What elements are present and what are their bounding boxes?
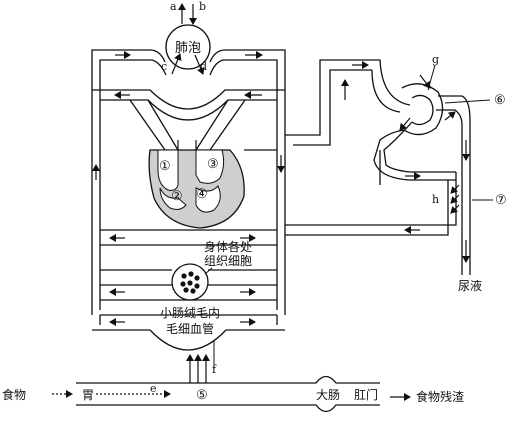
heart-chamber-1: ①: [159, 159, 171, 174]
alveoli-label: 肺泡: [175, 41, 201, 56]
label-d: d: [200, 60, 207, 73]
label-e: e: [150, 382, 157, 395]
circle6-leader: [444, 99, 491, 104]
label-b: b: [199, 0, 206, 13]
label-a: a: [170, 0, 177, 13]
tissue-label-2: 组织细胞: [204, 254, 252, 268]
anus-label: 肛门: [354, 387, 378, 402]
gas-arrows: [171, 3, 205, 75]
heart-chamber-2: ②: [171, 189, 183, 204]
pulmonary-flow-arrows: [114, 51, 263, 99]
urine-label: 尿液: [458, 278, 482, 293]
food-label: 食物: [2, 387, 26, 402]
large-intestine-label: 大肠: [316, 388, 340, 402]
systemic-flow-arrows: [92, 61, 369, 326]
heart-chamber-4: ④: [196, 187, 208, 202]
intestine-label-1: 小肠绒毛内: [160, 306, 220, 320]
label-circle7: ⑦: [495, 193, 507, 208]
heart-chamber-3: ③: [207, 157, 219, 172]
heart: ① ② ③ ④: [148, 140, 245, 229]
label-g: g: [432, 53, 439, 66]
absorption-arrows: [52, 354, 411, 401]
stomach-label: 胃: [82, 388, 94, 402]
label-circle5: ⑤: [196, 388, 208, 403]
label-f: f: [212, 363, 217, 376]
digestive-tract: [76, 375, 380, 413]
label-h: h: [432, 193, 439, 206]
residue-label: 食物残渣: [416, 389, 464, 404]
tissue-cell: 身体各处 组织细胞: [171, 239, 252, 301]
pulmonary-circuit: [91, 49, 286, 150]
heart-vessels: [129, 99, 246, 151]
g-leader: [427, 64, 436, 91]
nephron-arrows: [399, 74, 470, 263]
label-c: c: [161, 60, 167, 73]
tissue-label-1: 身体各处: [204, 239, 252, 254]
intestine-label-2: 毛细血管: [166, 321, 214, 336]
nephron: [285, 59, 471, 275]
label-circle6: ⑥: [494, 93, 506, 108]
